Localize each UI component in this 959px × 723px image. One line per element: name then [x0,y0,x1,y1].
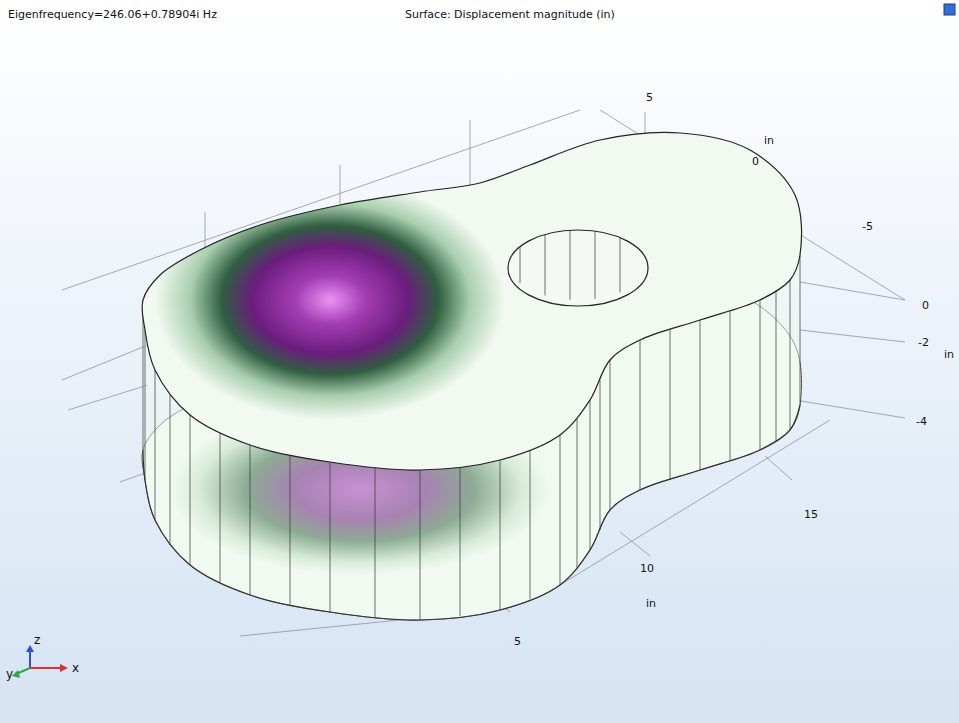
unit-label: in [944,349,954,361]
wall-line [530,449,531,599]
guitar-body [142,132,802,620]
wall-line [460,466,461,616]
axis-grid [62,110,905,636]
window-icon [944,4,955,15]
tick-label: 0 [752,156,759,168]
tick-label: -5 [862,221,873,233]
tick-label: 5 [514,636,521,648]
wall-line [560,435,561,585]
tri-label: z [34,634,40,647]
wall-line [375,467,376,617]
sound-hole-rim [508,230,648,306]
wall-line [790,280,791,430]
wall-line [420,470,421,620]
wall-line [155,370,156,520]
unit-label: in [764,135,774,147]
wall-line [145,330,146,480]
wall-line [500,460,501,610]
wall-line [330,462,331,612]
wall-line [760,300,761,450]
tick-label: 15 [804,509,818,521]
tick-label: 10 [640,563,654,575]
sound-hole [508,230,648,306]
wall-line [250,445,251,595]
wall-line [600,380,601,530]
axis-triad [12,645,68,678]
wall-line [577,418,578,568]
title-label: Eigenfrequency=246.06+0.78904i Hz [8,9,217,21]
tick-label: -4 [916,416,927,428]
hole-line [545,234,546,295]
tick-label: -2 [918,337,929,349]
wall-line [800,255,801,405]
hole-line [570,230,571,300]
tri-label: y [6,668,13,681]
wall-line [776,291,777,441]
wall-line [190,415,191,565]
wall-line [220,432,221,582]
tri-label: x [72,662,79,675]
wall-line [640,340,641,490]
wall-line [700,320,701,470]
wall-line [730,310,731,460]
wall-line [590,400,591,550]
hole-line [620,238,621,293]
unit-label: in [646,598,656,610]
wall-line [670,330,671,480]
tick-label: 5 [646,92,653,104]
hole-line [520,247,521,284]
tick-label: 0 [922,300,929,312]
top-plate [142,132,802,470]
wall-line [290,455,291,605]
wall-line [610,360,611,510]
subtitle-label: Surface: Displacement magnitude (in) [405,9,615,21]
wall-line [170,395,171,545]
hole-line [595,231,596,299]
